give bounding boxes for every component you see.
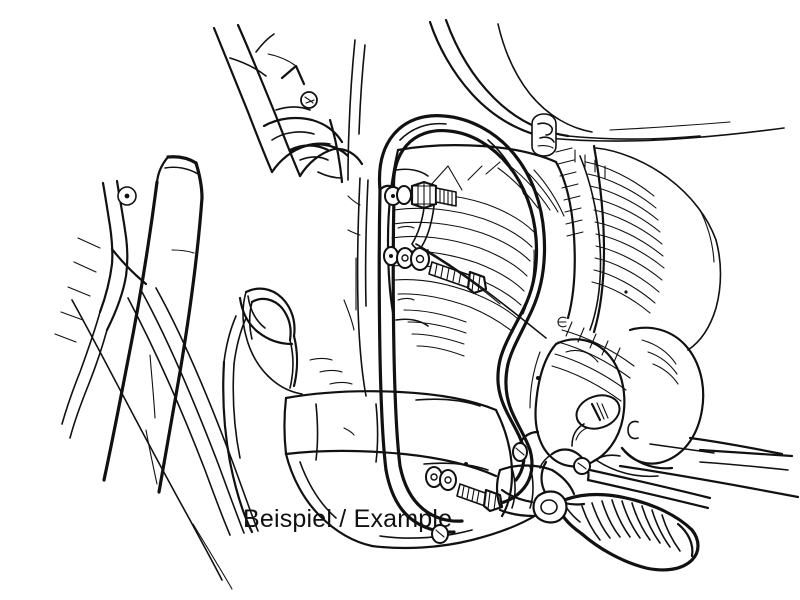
frame-corner-detail: [262, 64, 344, 184]
engine-wire: [415, 243, 547, 339]
front-fork: [102, 155, 204, 494]
footpeg-bracket: [495, 430, 576, 509]
engine-case: [529, 316, 705, 478]
oil-filler-cap: [575, 394, 621, 430]
cylinder-left-edge: [347, 177, 369, 397]
frame-clamp: [531, 113, 557, 157]
footpeg: [498, 488, 700, 572]
crash-bar: [377, 114, 547, 534]
front-tire: [71, 287, 259, 590]
side-detail: [222, 295, 294, 534]
engine-sump: [283, 390, 540, 550]
mount-bracket-plate: [395, 168, 429, 327]
caption-text: Beispiel / Example: [243, 505, 453, 533]
tank-and-upper-body: [428, 18, 785, 157]
misc-detail: [309, 257, 628, 466]
mid-mount-bolt[interactable]: [383, 246, 488, 295]
lower-frame-rails: [618, 436, 800, 499]
cylinder-head-fins: [551, 144, 722, 402]
brake-pedal: [539, 423, 712, 523]
engine-cylinder: [386, 144, 576, 357]
lower-mount-bolt[interactable]: [425, 466, 504, 544]
